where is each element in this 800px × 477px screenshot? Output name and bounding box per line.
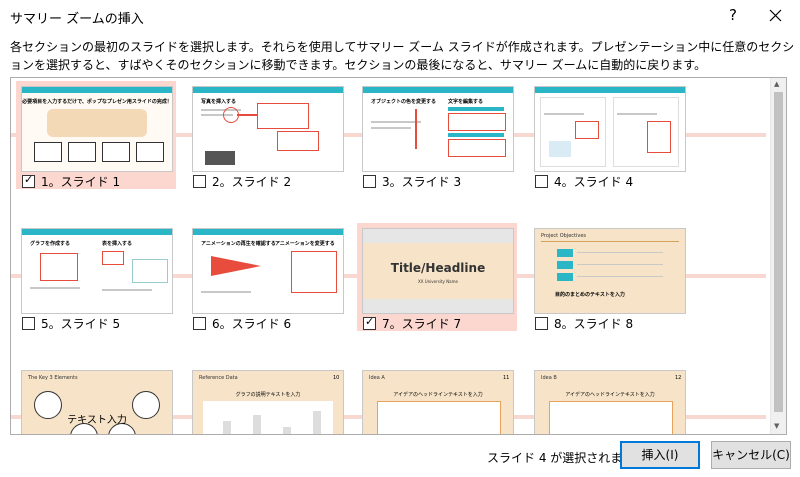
thumb-heading: 必要項目を入力するだけで、ポップなプレゼン用スライドの完成！ <box>22 99 172 105</box>
slide-checkbox[interactable] <box>363 315 376 330</box>
insert-button[interactable]: 挿入(I) <box>620 441 700 469</box>
vertical-scrollbar[interactable]: ▲ ▼ <box>770 78 786 434</box>
slide-tile-1[interactable]: 必要項目を入力するだけで、ポップなプレゼン用スライドの完成！ 1。スライド 1 <box>16 81 176 189</box>
thumb-title: Reference Data <box>199 375 238 381</box>
thumb-heading-left: アニメーションの再生を確認する <box>201 241 276 247</box>
thumb-heading: 写真を挿入する <box>201 99 237 105</box>
help-button[interactable]: ? <box>729 6 737 24</box>
thumb-heading-left: オブジェクトの色を変更する <box>371 99 437 105</box>
slide-thumbnail: Project Objectives 目的のまとめのテキストを入力 <box>534 228 686 314</box>
close-button[interactable] <box>766 3 786 27</box>
thumb-body: アイデアのヘッドラインテキストを入力 <box>565 392 655 398</box>
title-bar: サマリー ズームの挿入 ? <box>0 0 800 32</box>
slide-checkbox[interactable] <box>363 175 376 188</box>
slide-label: 4。スライド 4 <box>554 175 634 189</box>
slide-checkbox[interactable] <box>22 317 35 330</box>
description-text: 各セクションの最初のスライドを選択します。それらを使用してサマリー ズーム スラ… <box>10 40 795 72</box>
selection-status: スライド 4 が選択されました <box>487 451 647 465</box>
close-icon <box>769 9 782 22</box>
slide-tile-6[interactable]: アニメーションの再生を確認する アニメーションを変更する 6。スライド 6 <box>187 223 347 331</box>
slide-thumbnail: The Key 3 Elements テキスト入力 <box>21 370 173 434</box>
slide-label: 7。スライド 7 <box>382 317 462 331</box>
slide-thumbnail: Idea A 11 アイデアのヘッドラインテキストを入力 <box>362 370 514 434</box>
scroll-down-arrow-icon[interactable]: ▼ <box>774 422 780 430</box>
slide-checkbox[interactable] <box>193 317 206 330</box>
thumb-title: Title/Headline <box>390 261 486 275</box>
slide-checkbox-label[interactable]: 4。スライド 4 <box>535 173 689 189</box>
slide-thumbnail: 写真を挿入する <box>192 86 344 172</box>
slide-checkbox-label[interactable]: 8。スライド 8 <box>535 315 689 331</box>
thumb-heading-left: グラフを作成する <box>30 241 71 247</box>
slide-checkbox[interactable] <box>535 175 548 188</box>
thumb-body: グラフの説明テキストを入力 <box>235 392 301 398</box>
slide-tile-12[interactable]: Idea B 12 アイデアのヘッドラインテキストを入力 <box>529 365 689 434</box>
slide-tile-8[interactable]: Project Objectives 目的のまとめのテキストを入力 8。スライド… <box>529 223 689 331</box>
thumb-page-number: 11 <box>503 375 510 381</box>
slide-checkbox-label[interactable]: 3。スライド 3 <box>363 173 517 189</box>
slide-tile-9[interactable]: The Key 3 Elements テキスト入力 <box>16 365 176 434</box>
slide-checkbox-label[interactable]: 6。スライド 6 <box>193 315 347 331</box>
thumb-title: Project Objectives <box>541 233 587 239</box>
slide-tile-5[interactable]: グラフを作成する 表を挿入する 5。スライド 5 <box>16 223 176 331</box>
slide-label: 3。スライド 3 <box>382 175 462 189</box>
slide-label: 2。スライド 2 <box>212 175 292 189</box>
slide-checkbox-label[interactable]: 1。スライド 1 <box>22 173 176 189</box>
slide-checkbox-label[interactable]: 2。スライド 2 <box>193 173 347 189</box>
slide-label: 6。スライド 6 <box>212 317 292 331</box>
slide-checkbox[interactable] <box>535 317 548 330</box>
slide-checkbox-label[interactable]: 7。スライド 7 <box>363 315 517 331</box>
scroll-up-arrow-icon[interactable]: ▲ <box>774 80 780 88</box>
dialog-title: サマリー ズームの挿入 <box>10 12 144 27</box>
slide-tile-4[interactable]: 4。スライド 4 <box>529 81 689 189</box>
slide-checkbox-label[interactable]: 5。スライド 5 <box>22 315 176 331</box>
thumb-heading-right: アニメーションを変更する <box>275 241 335 247</box>
slide-thumbnail: Idea B 12 アイデアのヘッドラインテキストを入力 <box>534 370 686 434</box>
thumb-heading-right: 表を挿入する <box>102 241 133 247</box>
slide-label: 5。スライド 5 <box>41 317 121 331</box>
scrollbar-thumb[interactable] <box>774 92 783 412</box>
thumb-body: アイデアのヘッドラインテキストを入力 <box>393 392 483 398</box>
slide-thumbnail: アニメーションの再生を確認する アニメーションを変更する <box>192 228 344 314</box>
slide-label: 1。スライド 1 <box>41 175 121 189</box>
slide-checkbox[interactable] <box>22 173 35 188</box>
slide-tile-3[interactable]: オブジェクトの色を変更する 文字を編集する 3。スライド 3 <box>357 81 517 189</box>
slide-thumbnail: 必要項目を入力するだけで、ポップなプレゼン用スライドの完成！ <box>21 86 173 172</box>
thumb-page-number: 10 <box>333 375 340 381</box>
slide-tile-2[interactable]: 写真を挿入する 2。スライド 2 <box>187 81 347 189</box>
slide-tile-7[interactable]: Title/Headline XX University Name 7。スライド… <box>357 223 517 331</box>
slide-thumbnail <box>534 86 686 172</box>
thumb-title: The Key 3 Elements <box>28 375 78 381</box>
thumb-page-number: 12 <box>675 375 682 381</box>
slide-label: 8。スライド 8 <box>554 317 634 331</box>
slide-checkbox[interactable] <box>193 175 206 188</box>
cancel-button[interactable]: キャンセル(C) <box>711 441 791 469</box>
slide-selection-list[interactable]: 必要項目を入力するだけで、ポップなプレゼン用スライドの完成！ 1。スライド 1 … <box>10 77 787 435</box>
slide-thumbnail: Title/Headline XX University Name <box>362 228 514 314</box>
slide-thumbnail: オブジェクトの色を変更する 文字を編集する <box>362 86 514 172</box>
thumb-heading-right: 文字を編集する <box>448 99 484 105</box>
slide-thumbnail: Reference Data 10 グラフの説明テキストを入力 <box>192 370 344 434</box>
slide-tile-11[interactable]: Idea A 11 アイデアのヘッドラインテキストを入力 <box>357 365 517 434</box>
thumb-title: Idea A <box>369 375 385 381</box>
thumb-title: Idea B <box>541 375 557 381</box>
slide-tile-10[interactable]: Reference Data 10 グラフの説明テキストを入力 <box>187 365 347 434</box>
slide-thumbnail: グラフを作成する 表を挿入する <box>21 228 173 314</box>
thumb-footer: 目的のまとめのテキストを入力 <box>555 292 625 298</box>
thumb-body: テキスト入力 <box>67 415 127 426</box>
thumb-subtitle: XX University Name <box>417 279 458 284</box>
